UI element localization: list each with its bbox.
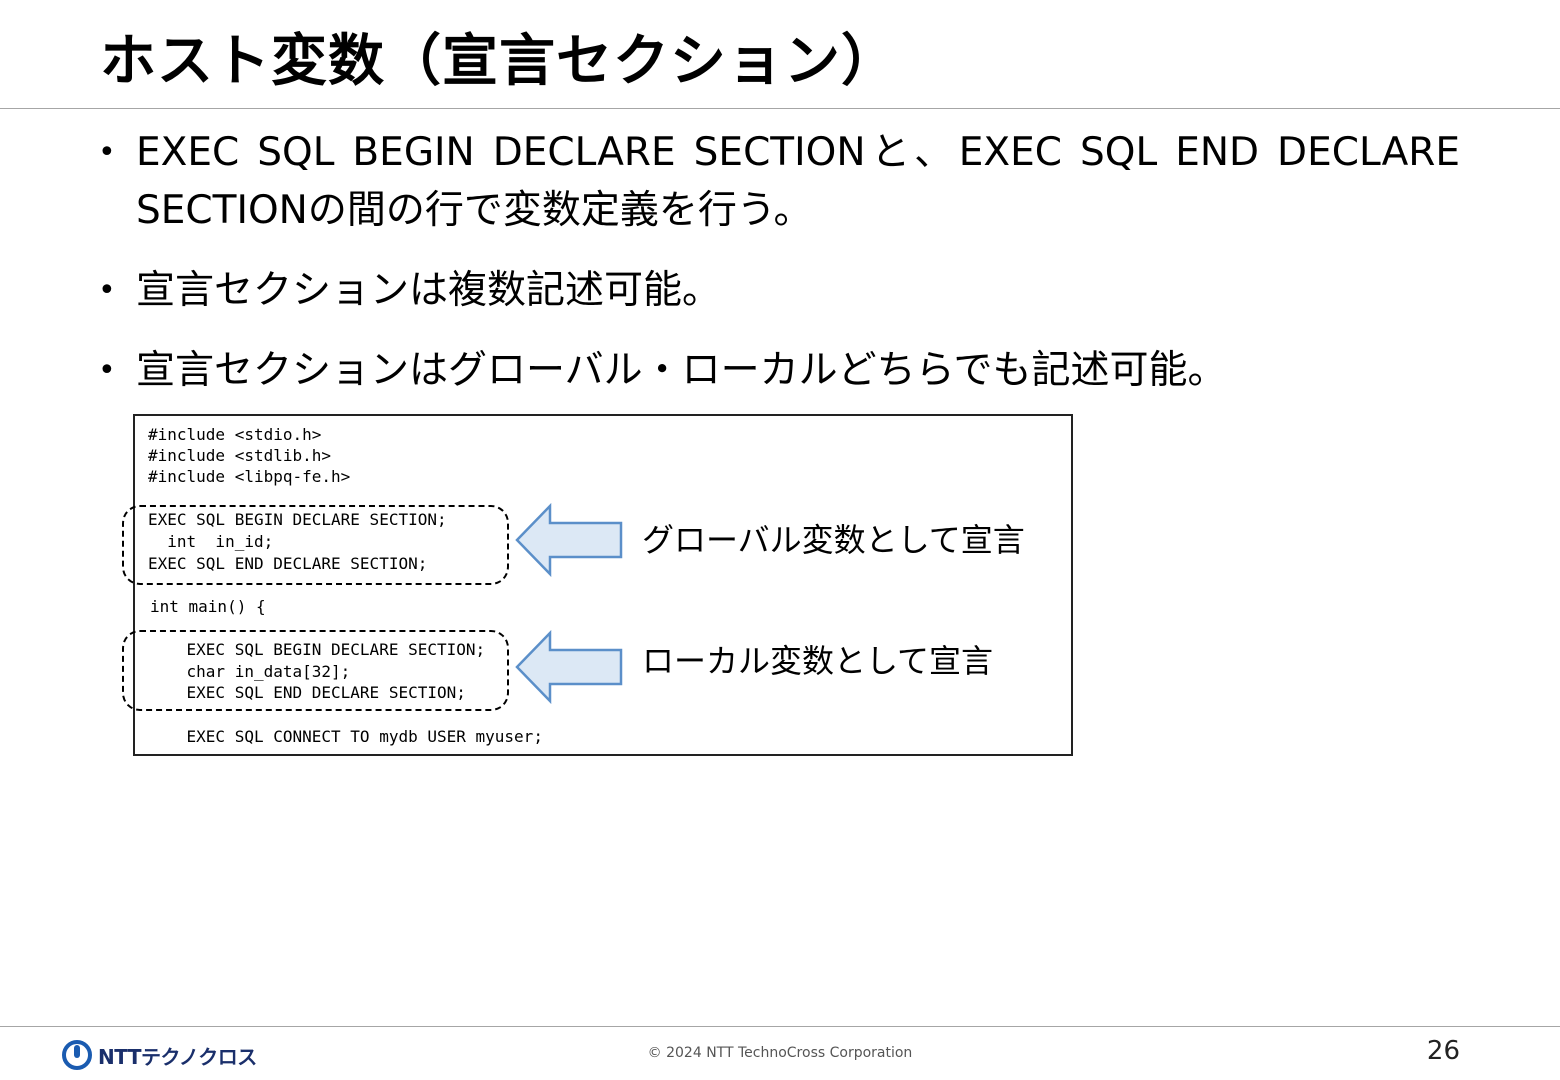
bullet-item: • 宣言セクションは複数記述可能。 xyxy=(98,262,1460,320)
slide-title: ホスト変数（宣言セクション） xyxy=(100,29,898,94)
logo-wordmark: NTTテクノクロス xyxy=(98,1044,257,1069)
bullet-text: 宣言セクションは複数記述可能。 xyxy=(136,268,722,313)
bullet-marker: • xyxy=(98,273,116,308)
code-line: int in_id; xyxy=(148,532,274,551)
footer-divider xyxy=(0,1026,1560,1027)
bullet-marker: • xyxy=(98,135,116,170)
bullet-text: EXEC SQL BEGIN DECLARE SECTIONと、EXEC SQL… xyxy=(136,130,1460,233)
bullet-marker: • xyxy=(98,353,116,388)
code-line: #include <stdio.h> xyxy=(148,425,322,444)
code-line: EXEC SQL BEGIN DECLARE SECTION; xyxy=(148,640,486,659)
global-declare-section-outline xyxy=(122,505,509,585)
bullet-item: • 宣言セクションはグローバル・ローカルどちらでも記述可能。 xyxy=(98,342,1460,400)
global-variable-annotation: グローバル変数として宣言 xyxy=(642,521,1025,559)
local-variable-annotation: ローカル変数として宣言 xyxy=(642,642,994,680)
code-line: EXEC SQL BEGIN DECLARE SECTION; xyxy=(148,510,447,529)
code-line: #include <stdlib.h> xyxy=(148,446,332,465)
bullet-item: • EXEC SQL BEGIN DECLARE SECTIONと、EXEC S… xyxy=(98,124,1460,240)
local-declare-section-outline xyxy=(122,630,509,711)
code-line: char in_data[32]; xyxy=(148,662,351,681)
copyright-notice: © 2024 NTT TechnoCross Corporation xyxy=(647,1045,913,1061)
code-line: #include <libpq-fe.h> xyxy=(148,467,351,486)
code-line: EXEC SQL END DECLARE SECTION; xyxy=(148,554,428,573)
ntt-logo-icon xyxy=(62,1040,92,1070)
code-line: EXEC SQL END DECLARE SECTION; xyxy=(148,683,466,702)
company-logo: NTTテクノクロス xyxy=(62,1038,257,1072)
bullet-text: 宣言セクションはグローバル・ローカルどちらでも記述可能。 xyxy=(136,348,1227,393)
bullet-list: • EXEC SQL BEGIN DECLARE SECTIONと、EXEC S… xyxy=(98,124,1460,422)
title-divider xyxy=(0,108,1560,109)
code-line: EXEC SQL CONNECT TO mydb USER myuser; xyxy=(148,727,543,746)
code-line: int main() { xyxy=(150,597,266,616)
left-arrow-icon xyxy=(515,503,623,577)
code-sample-box xyxy=(133,414,1073,756)
page-number: 26 xyxy=(1426,1036,1460,1066)
left-arrow-icon xyxy=(515,630,623,704)
